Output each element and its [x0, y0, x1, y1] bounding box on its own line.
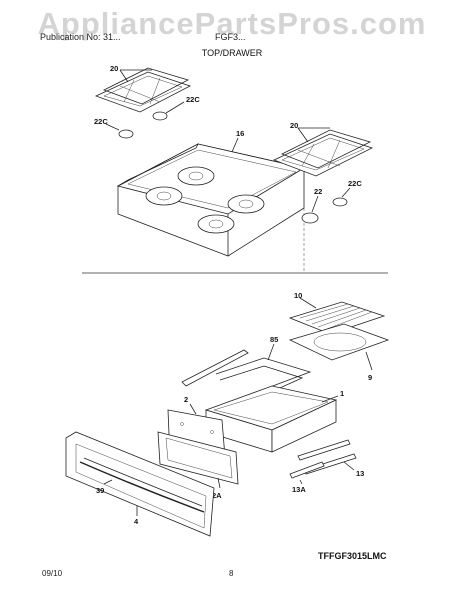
diagram-code: TFFGF3015LMC [318, 551, 387, 561]
callout-20-left: 20 [110, 64, 118, 73]
broiler-pan[interactable] [288, 323, 390, 361]
model-number: FGF3... [215, 32, 246, 42]
grate-right[interactable] [272, 129, 374, 177]
callout-13: 13 [356, 469, 364, 478]
callout-22c-a: 22C [186, 95, 200, 104]
slide-left[interactable] [289, 461, 325, 479]
callout-22c-c: 22C [348, 179, 362, 188]
drawer-side-panel[interactable] [157, 431, 239, 485]
callout-20-right: 20 [290, 121, 298, 130]
burner-base[interactable] [301, 212, 319, 224]
publication-number: Publication No: 31... [40, 32, 121, 42]
drawer-front[interactable] [65, 431, 215, 537]
callout-9: 9 [368, 373, 372, 382]
section-title: TOP/DRAWER [201, 48, 263, 58]
footer-date: 09/10 [42, 569, 63, 578]
callout-22: 22 [314, 187, 322, 196]
burner-cap-a[interactable] [152, 111, 168, 121]
callout-16: 16 [236, 129, 244, 138]
broiler-grid[interactable] [288, 301, 386, 335]
callout-2: 2 [184, 395, 188, 404]
burner-cap-c[interactable] [332, 197, 348, 207]
grate-left[interactable] [94, 67, 192, 113]
watermark: AppliancePartsPros.com [37, 6, 427, 41]
rail-upper[interactable] [181, 349, 249, 387]
cooktop[interactable] [116, 143, 306, 257]
callout-22c-b: 22C [94, 117, 108, 126]
callout-39: 39 [96, 486, 104, 495]
slide-right-upper[interactable] [297, 439, 351, 461]
drawer-rack[interactable] [215, 357, 312, 397]
callout-2a: 2A [212, 491, 222, 500]
callout-13a: 13A [292, 485, 306, 494]
callout-1: 1 [340, 389, 344, 398]
callout-4: 4 [134, 517, 139, 526]
callout-85: 85 [270, 335, 278, 344]
callout-10: 10 [294, 291, 302, 300]
footer-page-number: 8 [229, 569, 234, 578]
drawer-body[interactable] [204, 385, 338, 453]
burner-cap-b[interactable] [118, 129, 134, 139]
